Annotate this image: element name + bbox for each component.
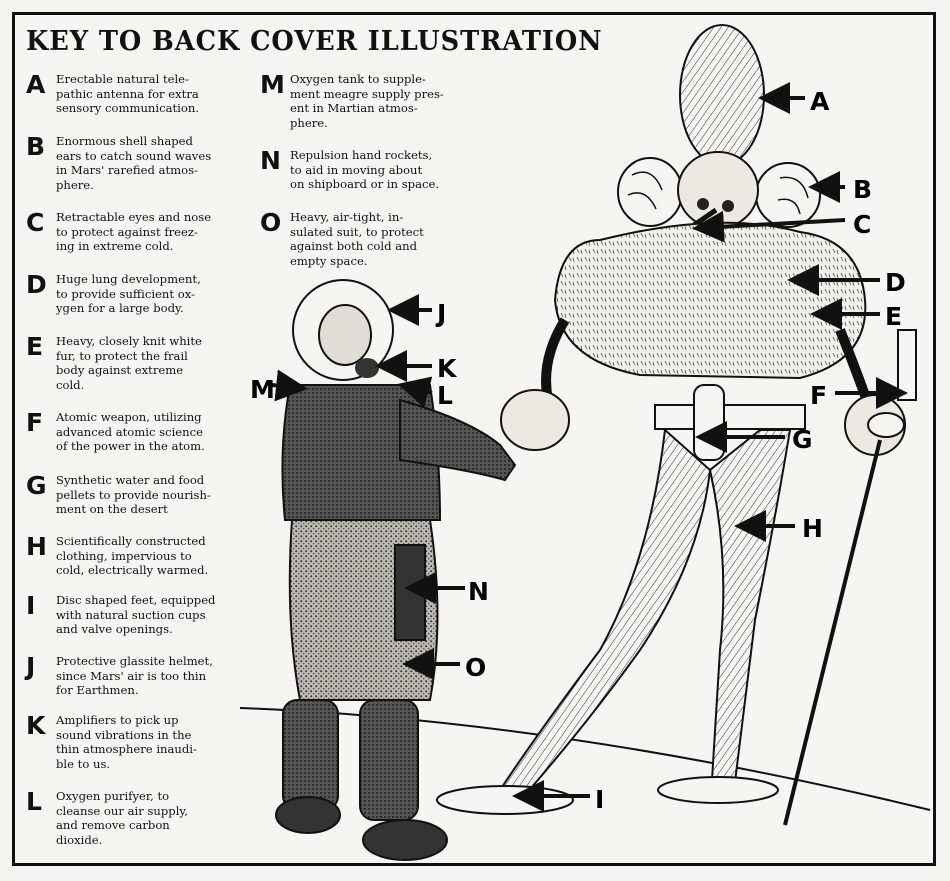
- martian-face: [677, 151, 759, 229]
- key-description: Oxygen tank to supple- ment meagre suppl…: [290, 72, 444, 130]
- callout-h: H: [802, 514, 823, 543]
- callout-m: M: [250, 375, 275, 404]
- callout-j: J: [435, 299, 446, 328]
- arrow-l: [397, 376, 433, 408]
- key-letter: I: [26, 591, 36, 620]
- page-title: KEY TO BACK COVER ILLUSTRATION: [26, 26, 603, 57]
- food-pellet-pouch: [693, 384, 725, 461]
- key-letter: D: [26, 270, 47, 299]
- key-letter: A: [26, 70, 46, 99]
- key-letter: C: [26, 208, 45, 237]
- arrow-c: [692, 210, 846, 243]
- callout-o: O: [465, 653, 486, 682]
- key-item-d: D Huge lung development, to provide suff…: [26, 272, 228, 316]
- martian-belt: [654, 404, 806, 430]
- martian-ear-right: [755, 162, 821, 228]
- martian-leg-right: [708, 429, 792, 784]
- callout-labels: A B C D E F G H I J K L M N O: [250, 87, 906, 814]
- key-item-c: C Retractable eyes and nose to protect a…: [26, 210, 228, 254]
- key-letter: B: [26, 132, 46, 161]
- callout-f: F: [810, 381, 827, 410]
- callout-d: D: [885, 268, 906, 297]
- key-description: Scientifically constructed clothing, imp…: [56, 534, 209, 578]
- key-description: Repulsion hand rockets, to aid in moving…: [290, 148, 440, 192]
- key-description: Amplifiers to pick up sound vibrations i…: [56, 713, 197, 771]
- key-item-n: N Repulsion hand rockets, to aid in movi…: [260, 148, 462, 192]
- key-item-i: I Disc shaped feet, equipped with natura…: [26, 593, 228, 637]
- key-description: Retractable eyes and nose to protect aga…: [56, 210, 212, 254]
- key-letter: O: [260, 208, 282, 237]
- callout-n: N: [468, 577, 489, 606]
- key-item-j: J Protective glassite helmet, since Mars…: [26, 654, 228, 698]
- key-letter: F: [26, 408, 44, 437]
- martian-fur-body: [553, 221, 867, 380]
- callout-e: E: [885, 302, 902, 331]
- key-description: Disc shaped feet, equipped with natural …: [56, 593, 216, 637]
- key-letter: N: [260, 146, 281, 175]
- callout-l: L: [437, 381, 453, 410]
- earthman-arm: [399, 398, 517, 482]
- key-description: Synthetic water and food pellets to prov…: [56, 473, 211, 517]
- key-item-k: K Amplifiers to pick up sound vibrations…: [26, 713, 228, 771]
- key-letter: M: [260, 70, 285, 99]
- martian-hand-left: [500, 389, 570, 451]
- martian-figure: [436, 24, 917, 826]
- callout-arrows: [271, 82, 908, 812]
- callout-c: C: [853, 210, 871, 239]
- key-item-g: G Synthetic water and food pellets to pr…: [26, 473, 228, 517]
- key-letter: J: [26, 652, 36, 681]
- martian-ear-left: [617, 157, 683, 227]
- key-item-f: F Atomic weapon, utilizing advanced atom…: [26, 410, 228, 454]
- key-description: Protective glassite helmet, since Mars' …: [56, 654, 213, 698]
- atomic-weapon: [783, 439, 882, 826]
- key-letter: E: [26, 332, 44, 361]
- earthman-figure: [275, 279, 517, 861]
- key-item-h: H Scientifically constructed clothing, i…: [26, 534, 228, 578]
- callout-b: B: [853, 175, 872, 204]
- martian-foot-right: [657, 776, 779, 804]
- sound-amplifier: [355, 358, 379, 378]
- key-item-o: O Heavy, air-tight, in- sulated suit, to…: [260, 210, 462, 268]
- key-description: Enormous shell shaped ears to catch soun…: [56, 134, 212, 192]
- key-item-l: L Oxygen purifyer, to cleanse our air su…: [26, 789, 228, 847]
- earthman-leg-left: [282, 699, 339, 811]
- martian-leg-left: [498, 427, 712, 797]
- martian-antenna: [679, 24, 765, 166]
- key-letter: H: [26, 532, 47, 561]
- key-letter: L: [26, 787, 42, 816]
- callout-g: G: [792, 425, 813, 454]
- key-item-a: A Erectable natural tele- pathic antenna…: [26, 72, 228, 116]
- earthman-head: [318, 304, 372, 366]
- key-item-m: M Oxygen tank to supple- ment meagre sup…: [260, 72, 462, 130]
- arrow-m: [271, 369, 308, 402]
- key-description: Erectable natural tele- pathic antenna f…: [56, 72, 199, 116]
- earthman-boot-left: [275, 796, 341, 834]
- key-description: Heavy, air-tight, in- sulated suit, to p…: [290, 210, 424, 268]
- key-letter: G: [26, 471, 47, 500]
- earthman-boot-right: [362, 819, 448, 861]
- key-item-e: E Heavy, closely knit white fur, to prot…: [26, 334, 228, 392]
- key-description: Oxygen purifyer, to cleanse our air supp…: [56, 789, 189, 847]
- callout-a: A: [810, 87, 830, 116]
- martian-foot-left: [436, 785, 574, 815]
- earthman-leg-right: [359, 699, 419, 821]
- key-letter: K: [26, 711, 46, 740]
- key-description: Atomic weapon, utilizing advanced atomic…: [56, 410, 205, 454]
- callout-k: K: [437, 354, 458, 383]
- key-description: Heavy, closely knit white fur, to protec…: [56, 334, 202, 392]
- hand-rocket: [394, 544, 426, 641]
- callout-i: I: [595, 785, 604, 814]
- key-description: Huge lung development, to provide suffic…: [56, 272, 201, 316]
- key-item-b: B Enormous shell shaped ears to catch so…: [26, 134, 228, 192]
